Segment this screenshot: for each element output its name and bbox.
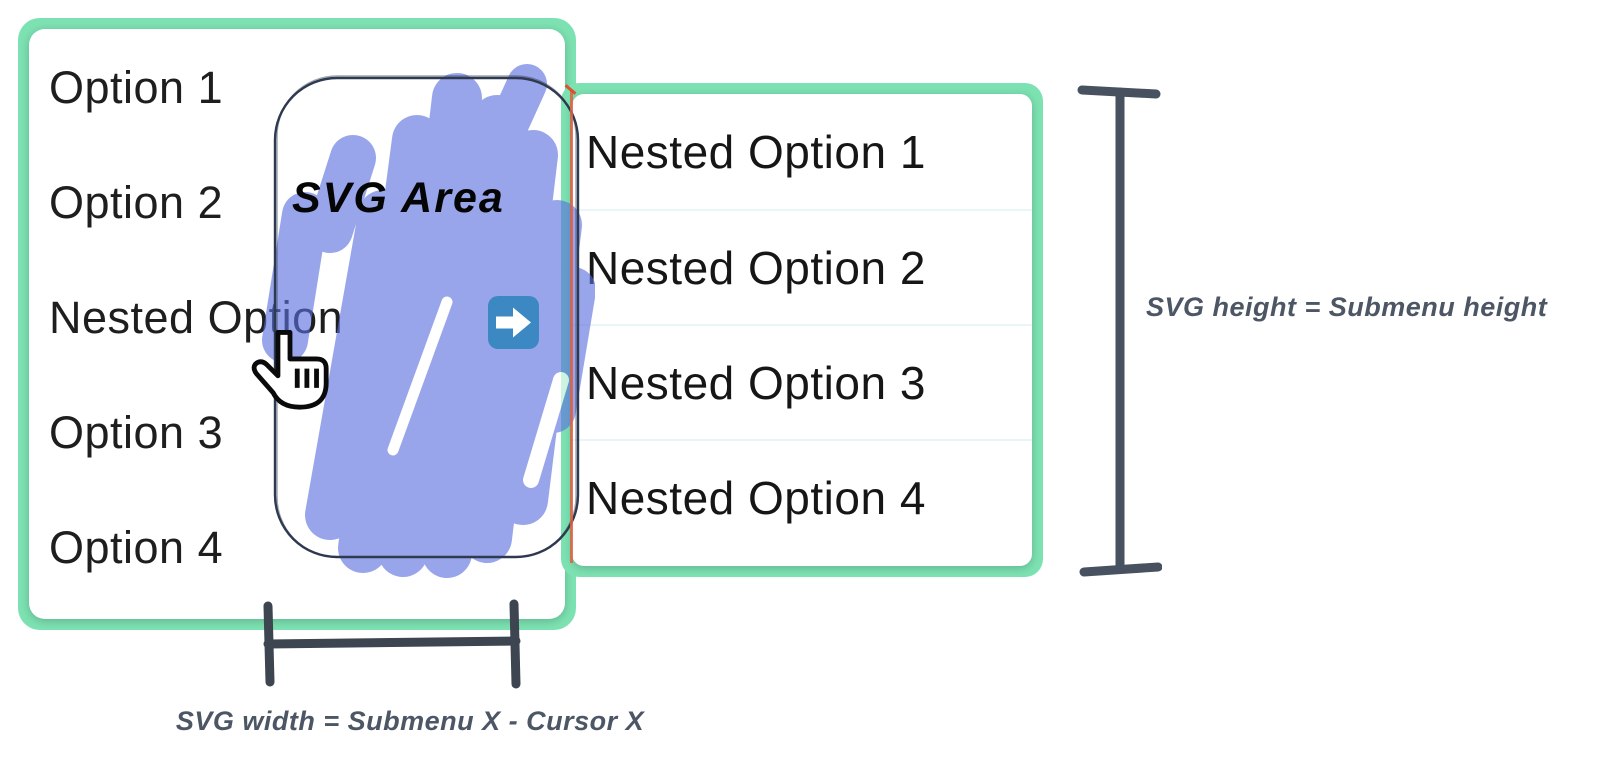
submenu-item-label: Nested Option 4	[586, 471, 926, 524]
arrow-right-icon	[488, 296, 539, 349]
submenu-body: Nested Option 1 Nested Option 2 Nested O…	[572, 94, 1032, 566]
submenu-item-label: Nested Option 2	[586, 241, 926, 294]
height-ruler	[1077, 85, 1162, 577]
width-annotation: SVG width = Submenu X - Cursor X	[175, 706, 645, 736]
menu-item-label: Option 3	[49, 406, 224, 458]
menu-item-option-4[interactable]: Option 4	[29, 490, 565, 605]
menu-item-label: Option 1	[49, 61, 224, 113]
menu-item-label: Option 2	[49, 176, 224, 228]
dropdown-menu-body: Option 1 Option 2 Nested Option Option 3…	[29, 29, 565, 619]
height-annotation: SVG height = Submenu height	[1146, 292, 1548, 322]
submenu-item-1[interactable]: Nested Option 1	[572, 94, 1032, 209]
submenu-item-label: Nested Option 1	[586, 125, 926, 178]
menu-item-option-3[interactable]: Option 3	[29, 375, 565, 490]
width-ruler	[263, 599, 521, 689]
menu-item-option-2[interactable]: Option 2	[29, 145, 565, 260]
menu-item-label: Option 4	[49, 521, 224, 573]
submenu-left-edge-line	[570, 90, 573, 563]
submenu-item-label: Nested Option 3	[586, 356, 926, 409]
submenu: Nested Option 1 Nested Option 2 Nested O…	[561, 83, 1043, 577]
svg-area-label: SVG Area	[292, 174, 505, 222]
hand-cursor-icon	[251, 329, 329, 410]
menu-item-option-1[interactable]: Option 1	[29, 30, 565, 145]
submenu-item-3[interactable]: Nested Option 3	[572, 324, 1032, 439]
submenu-item-2[interactable]: Nested Option 2	[572, 209, 1032, 324]
submenu-item-4[interactable]: Nested Option 4	[572, 439, 1032, 554]
